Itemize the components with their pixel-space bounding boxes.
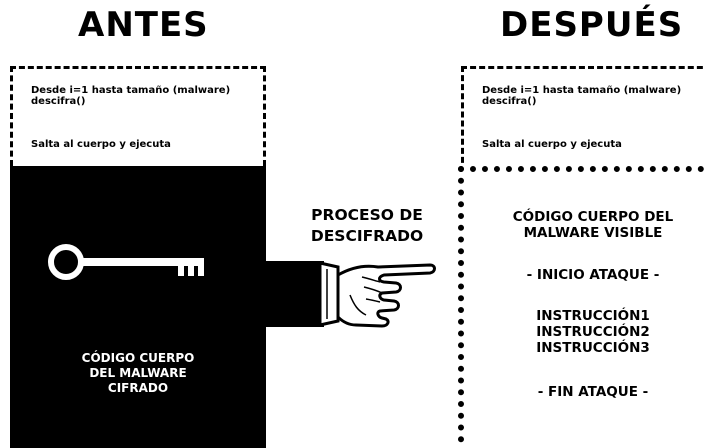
visible-title-line: CÓDIGO CUERPO DEL [512, 209, 674, 225]
before-loop-line: Desde i=1 hasta tamaño (malware) [31, 85, 231, 96]
encrypted-body-line: DEL MALWARE [89, 366, 187, 380]
instruction-item: INSTRUCCIÓN3 [536, 340, 650, 356]
after-decrypt-call: descifra() [482, 96, 537, 107]
process-label-line: DESCIFRADO [310, 227, 424, 245]
after-loop-line: Desde i=1 hasta tamaño (malware) [482, 85, 682, 96]
pointing-hand-icon [266, 261, 436, 328]
encrypted-body-box: CÓDIGO CUERPO DEL MALWARE CIFRADO [10, 166, 266, 448]
encrypted-body-line: CÓDIGO CUERPO [81, 351, 195, 365]
before-decryptor-box: Desde i=1 hasta tamaño (malware) descifr… [10, 66, 266, 166]
after-heading: DESPUÉS [500, 5, 684, 45]
visible-title-line: MALWARE VISIBLE [523, 225, 663, 241]
process-label-line: PROCESO DE [311, 206, 423, 224]
before-jump-line: Salta al cuerpo y ejecuta [31, 139, 171, 150]
before-decrypt-call: descifra() [31, 96, 86, 107]
after-jump-line: Salta al cuerpo y ejecuta [482, 139, 622, 150]
key-icon [48, 244, 204, 280]
instruction-item: INSTRUCCIÓN2 [536, 324, 650, 340]
visible-body-title: CÓDIGO CUERPO DEL MALWARE VISIBLE [464, 209, 705, 241]
instruction-list: INSTRUCCIÓN1 INSTRUCCIÓN2 INSTRUCCIÓN3 [464, 308, 705, 356]
encrypted-body-line: CIFRADO [107, 381, 169, 395]
visible-body-box: CÓDIGO CUERPO DEL MALWARE VISIBLE - INIC… [458, 166, 705, 448]
after-decryptor-box: Desde i=1 hasta tamaño (malware) descifr… [461, 66, 705, 172]
before-heading: ANTES [78, 5, 209, 45]
attack-start-label: - INICIO ATAQUE - [526, 267, 660, 283]
encrypted-body-text: CÓDIGO CUERPO DEL MALWARE CIFRADO [10, 351, 266, 396]
process-label: PROCESO DE DESCIFRADO [287, 205, 447, 247]
attack-end-label: - FIN ATAQUE - [537, 384, 649, 400]
instruction-item: INSTRUCCIÓN1 [536, 308, 650, 324]
